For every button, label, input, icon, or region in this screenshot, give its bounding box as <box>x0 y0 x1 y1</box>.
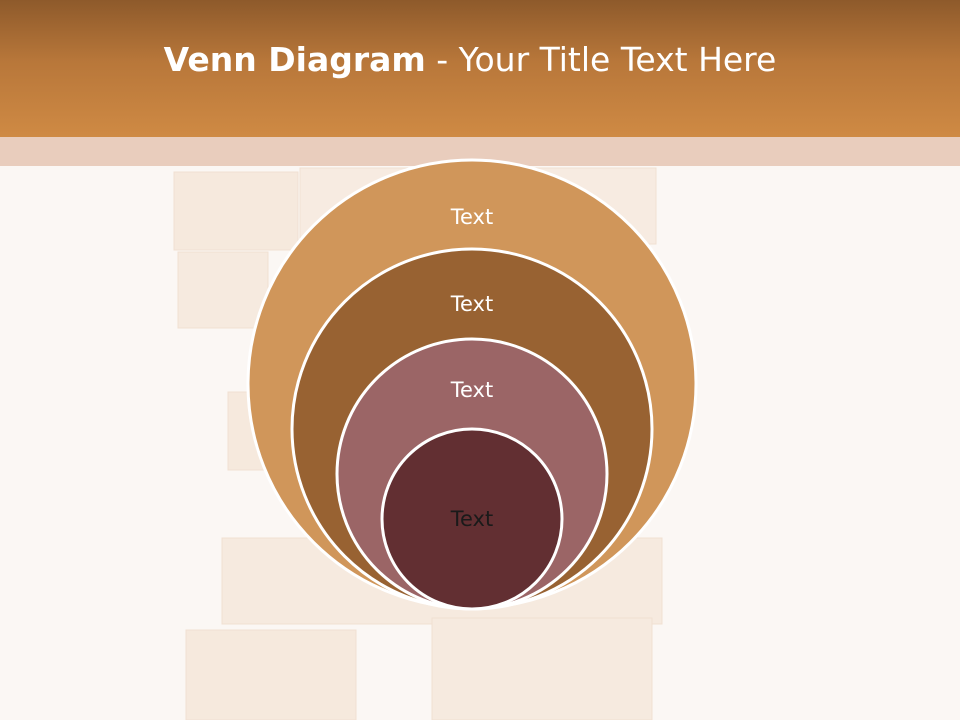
slide-title: Venn Diagram - Your Title Text Here <box>0 40 940 79</box>
title-bar <box>0 0 960 137</box>
venn-label-outer: Text <box>450 205 493 229</box>
venn-circle-inner[interactable] <box>380 427 564 611</box>
venn-label-second: Text <box>450 292 493 316</box>
venn-label-third: Text <box>450 378 493 402</box>
title-bold-text: Venn Diagram <box>163 40 426 79</box>
venn-label-inner: Text <box>450 507 493 531</box>
title-rest-text: - Your Title Text Here <box>425 40 777 79</box>
